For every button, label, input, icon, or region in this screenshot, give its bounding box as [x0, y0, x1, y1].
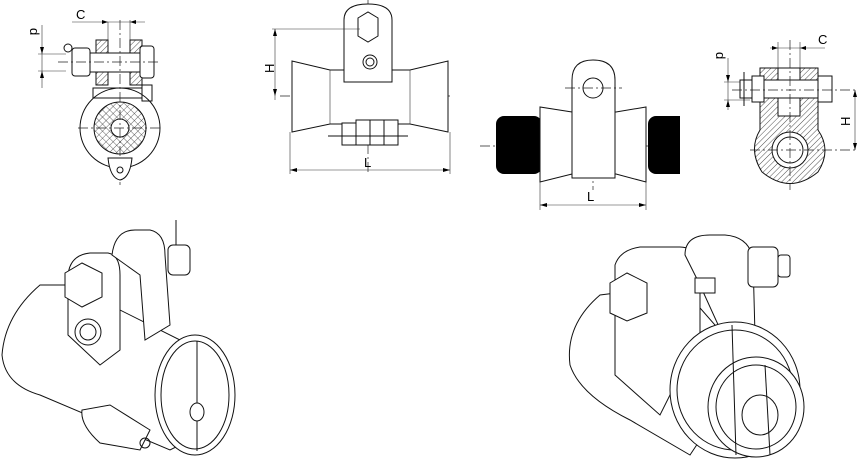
isometric-view-1 [0, 215, 260, 473]
dimension-label-d: d [713, 52, 728, 59]
dimension-label-c: C [818, 32, 827, 47]
front-view-2-with-rubber-inserts: L [480, 50, 680, 220]
front-view-1: H L [250, 0, 460, 180]
rubber-insert-left [496, 116, 542, 174]
dimension-label-h: H [262, 64, 277, 73]
dimension-label-l: L [364, 155, 371, 170]
dimension-label-d: d [27, 28, 42, 35]
isometric-view-2 [560, 215, 858, 473]
rubber-insert-right [648, 116, 680, 174]
dimension-label-h: H [838, 117, 853, 126]
side-section-view-1: C d [0, 0, 200, 200]
side-section-view-2: C d H [700, 20, 858, 200]
dimension-label-l: L [587, 189, 594, 204]
dimension-label-c: C [76, 7, 85, 22]
